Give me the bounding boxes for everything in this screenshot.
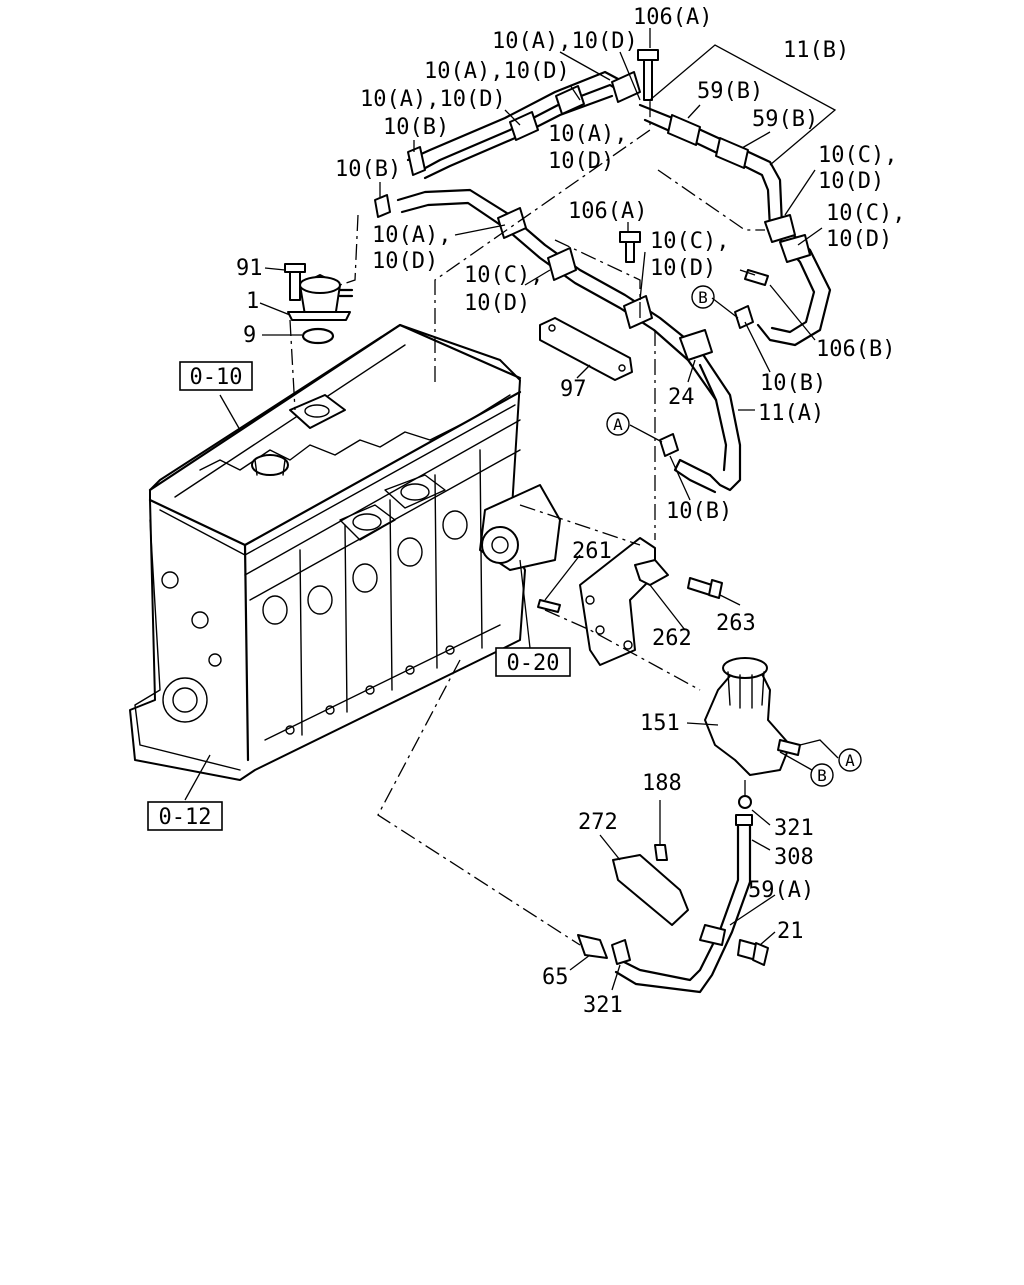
engine-block — [129, 323, 561, 781]
callout-10b-1: 10(B) — [383, 115, 449, 140]
callout-106b: 106(B) — [816, 337, 895, 362]
callout-10a-10d-1: 10(A),10(D) — [492, 29, 638, 54]
callout-10d-r1: 10(D) — [818, 169, 884, 194]
coolant-pipes — [284, 49, 832, 494]
callout-261: 261 — [572, 539, 612, 564]
reference-label-block: 0-12 — [159, 805, 212, 830]
callout-59b-2: 59(B) — [752, 107, 818, 132]
callout-321-1: 321 — [774, 816, 814, 841]
callout-151: 151 — [640, 711, 680, 736]
callout-10b-4: 10(B) — [666, 499, 732, 524]
callout-10d-m1: 10(D) — [650, 256, 716, 281]
callout-11a: 11(A) — [758, 401, 824, 426]
callout-10d-m2: 10(D) — [464, 291, 530, 316]
connector-b-upper: B — [691, 285, 715, 309]
callout-labels: 106(A) 10(A),10(D) 11(B) 10(A),10(D) 59(… — [236, 5, 905, 1018]
callout-59b-1: 59(B) — [697, 79, 763, 104]
callout-321-2: 321 — [583, 993, 623, 1018]
callout-1: 1 — [246, 289, 259, 314]
connector-label: A — [845, 751, 855, 770]
callout-10a-10d-2: 10(A),10(D) — [424, 59, 570, 84]
callout-188: 188 — [642, 771, 682, 796]
callout-24: 24 — [668, 385, 695, 410]
callout-9: 9 — [243, 323, 256, 348]
callout-10d-mid: 10(D) — [548, 149, 614, 174]
callout-106a-mid: 106(A) — [568, 199, 647, 224]
callout-106a-top: 106(A) — [633, 5, 712, 30]
callout-10a-10d-3: 10(A),10(D) — [360, 87, 506, 112]
callout-10b-3: 10(B) — [760, 371, 826, 396]
reference-label-water-pump: 0-20 — [507, 651, 560, 676]
air-compressor-assembly — [537, 537, 801, 994]
reference-label-head: 0-10 — [190, 365, 243, 390]
connector-label: B — [698, 288, 708, 307]
callout-10a-left: 10(A), — [372, 223, 451, 248]
callout-10c-r1: 10(C), — [818, 143, 897, 168]
callout-21: 21 — [777, 919, 804, 944]
connector-a-lower: A — [838, 748, 862, 772]
callout-263: 263 — [716, 611, 756, 636]
callout-11b: 11(B) — [783, 38, 849, 63]
connector-label: B — [817, 766, 827, 785]
connector-b-lower: B — [810, 763, 834, 787]
callout-59a: 59(A) — [748, 878, 814, 903]
reference-box-block: 0-12 — [147, 801, 223, 831]
callout-262: 262 — [652, 626, 692, 651]
callout-10c-m1: 10(C), — [650, 229, 729, 254]
connector-a-upper: A — [606, 412, 630, 436]
callout-272: 272 — [578, 810, 618, 835]
callout-10a-mid: 10(A), — [548, 122, 627, 147]
callout-10c-r2: 10(C), — [826, 201, 905, 226]
callout-10d-left: 10(D) — [372, 249, 438, 274]
callout-10b-2: 10(B) — [335, 157, 401, 182]
guide-lines — [289, 100, 765, 946]
callout-97: 97 — [560, 377, 587, 402]
callout-10d-r2: 10(D) — [826, 227, 892, 252]
leader-lines — [184, 28, 839, 991]
connector-label: A — [613, 415, 623, 434]
reference-box-head: 0-10 — [179, 361, 253, 391]
callout-10c-m2: 10(C), — [464, 263, 543, 288]
callout-65: 65 — [542, 965, 569, 990]
callout-91: 91 — [236, 256, 263, 281]
callout-308: 308 — [774, 845, 814, 870]
reference-box-water-pump: 0-20 — [495, 647, 571, 677]
